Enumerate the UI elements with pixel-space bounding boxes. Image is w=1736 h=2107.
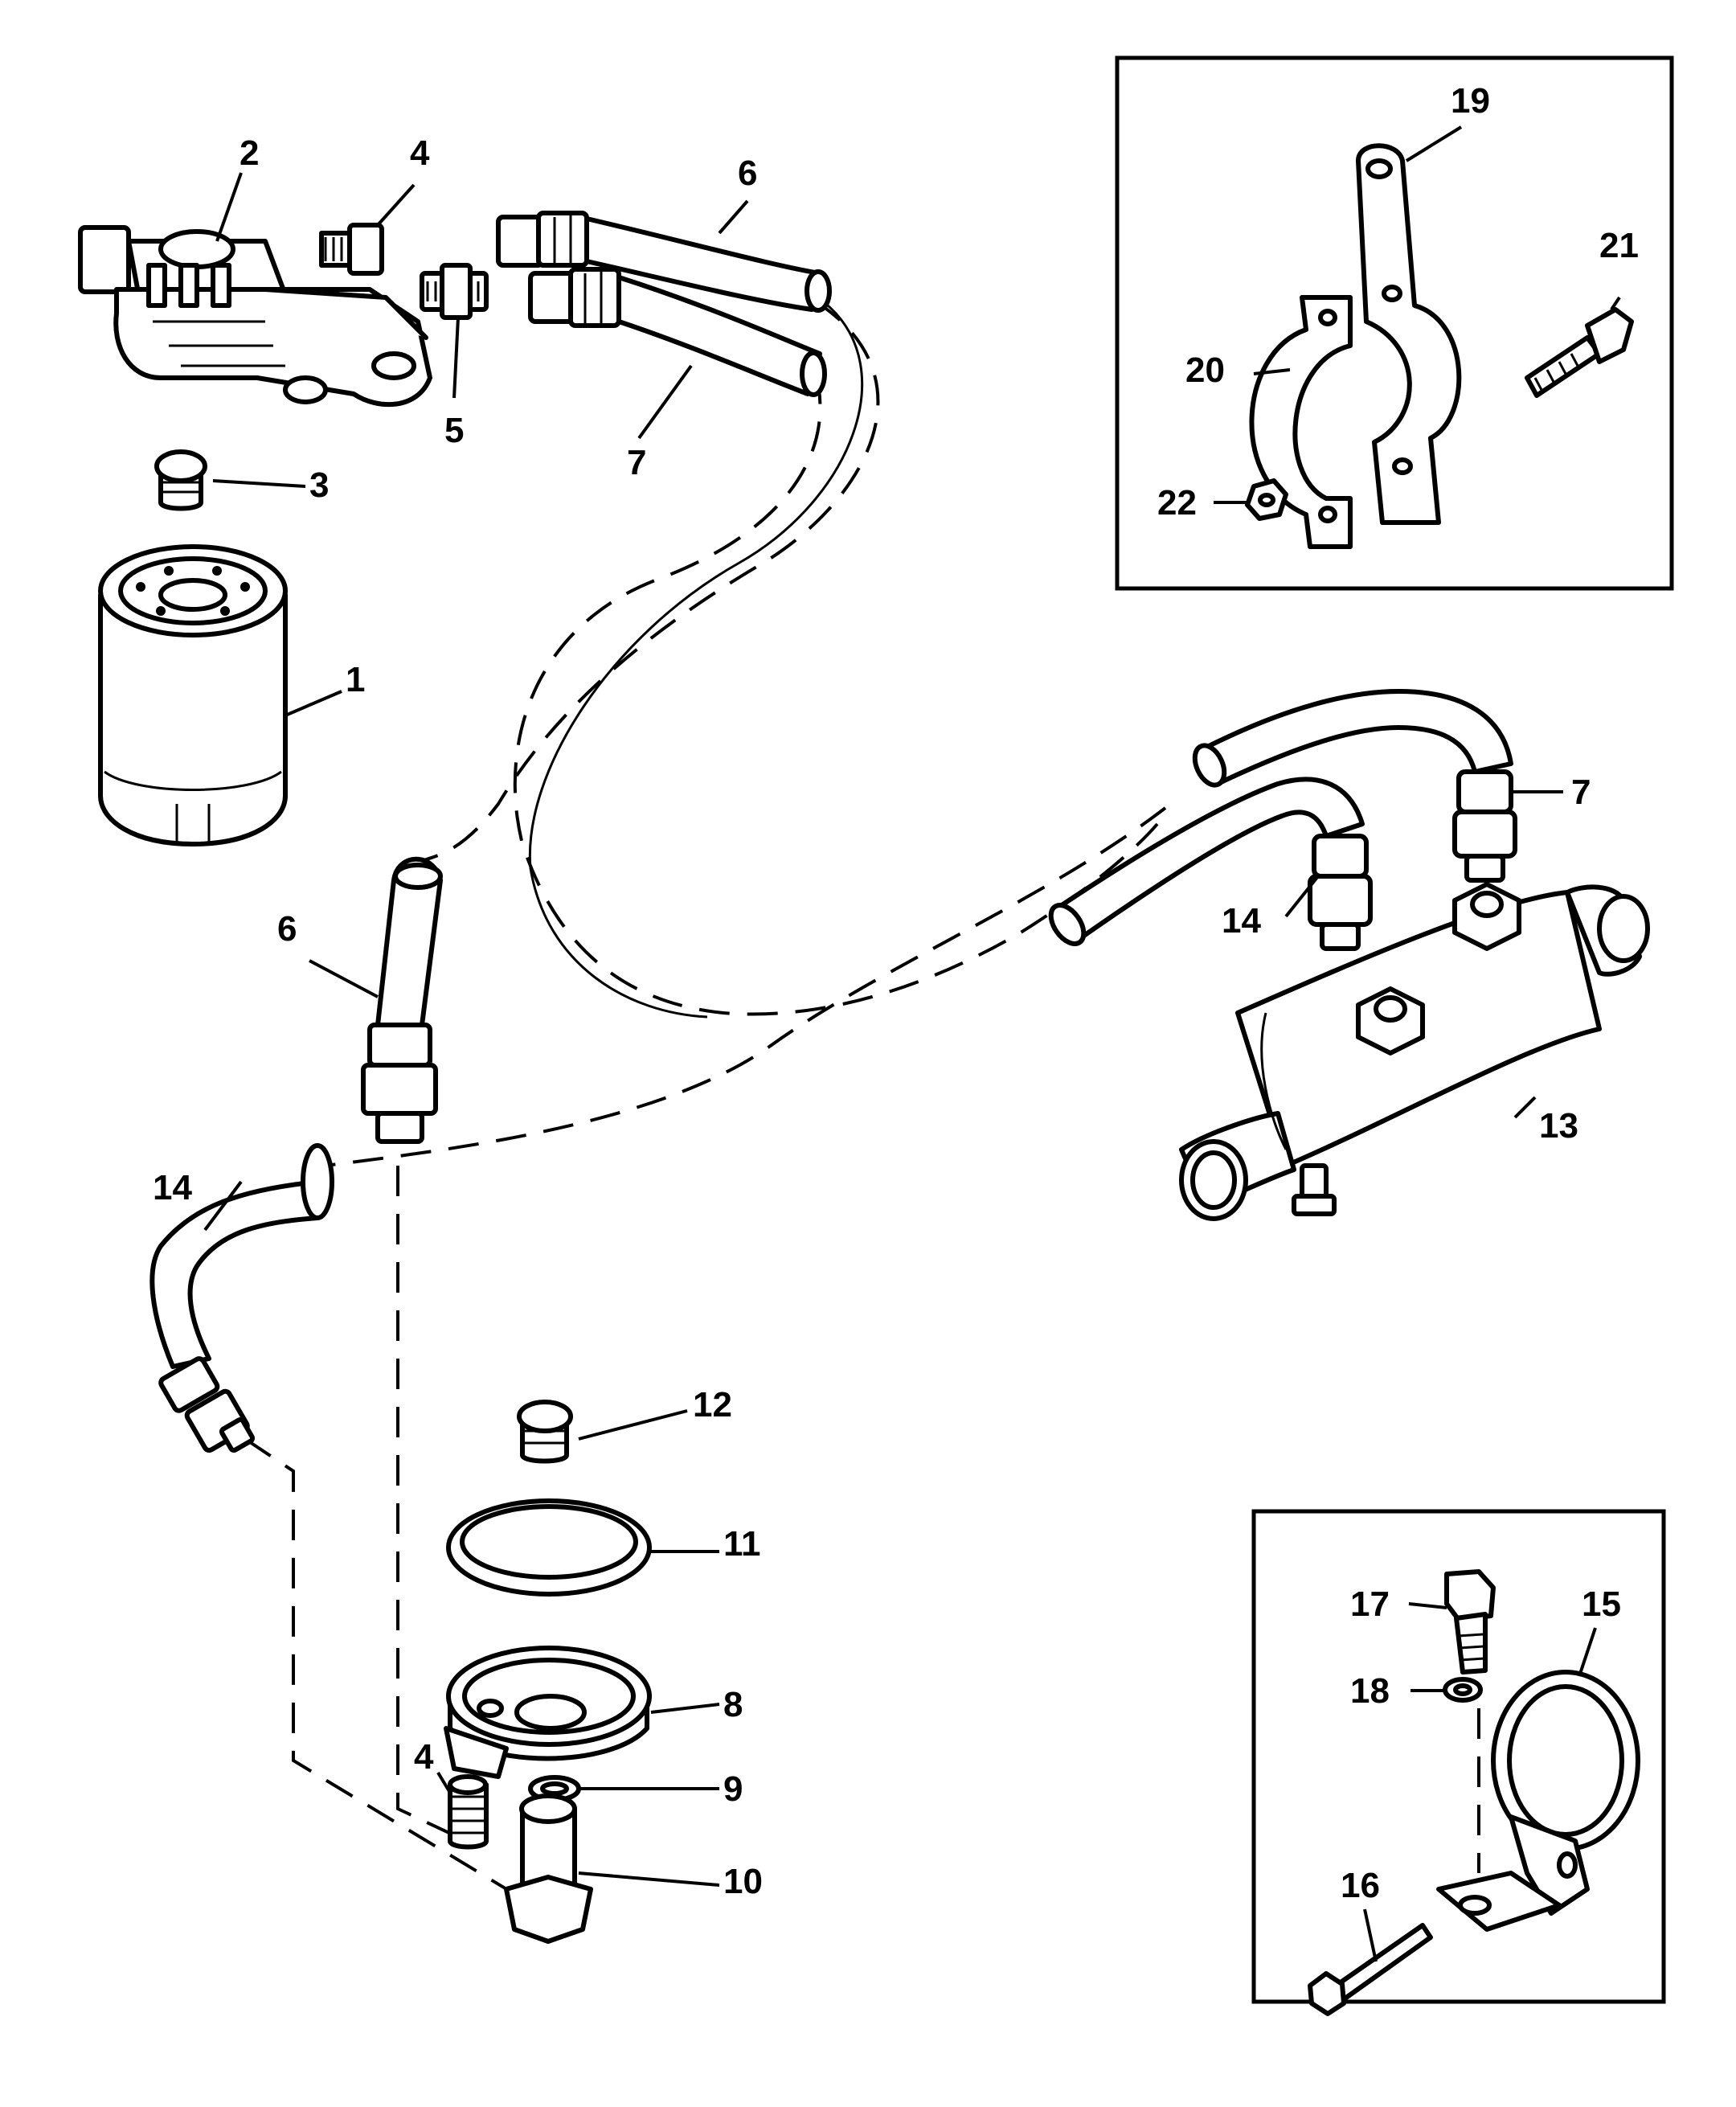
hose-6-lower — [361, 856, 443, 1144]
leader-lines — [203, 125, 1621, 1962]
callout-6-top: 6 — [738, 154, 757, 193]
plug-fitting-3 — [154, 449, 207, 511]
nut-connector — [504, 1793, 593, 1944]
callout-12: 12 — [693, 1385, 732, 1424]
hose-14-right — [1048, 777, 1373, 951]
callout-4-top: 4 — [410, 133, 430, 173]
callout-17: 17 — [1350, 1584, 1390, 1624]
callout-4-lower: 4 — [414, 1737, 434, 1777]
callout-11: 11 — [723, 1524, 761, 1564]
bolt-16 — [1308, 1923, 1433, 2016]
callout-15: 15 — [1582, 1584, 1621, 1624]
bolt-17 — [1444, 1569, 1496, 1675]
gasket-ring — [446, 1498, 652, 1597]
callout-numbers: 1 2 3 4 5 6 7 6 7 14 13 14 12 11 8 9 4 1… — [153, 81, 1639, 1905]
callout-14-right: 14 — [1222, 901, 1261, 941]
hose-7-top — [528, 267, 827, 397]
callout-3: 3 — [309, 465, 329, 505]
callout-14-lower: 14 — [153, 1168, 192, 1207]
oil-filter — [98, 544, 288, 846]
callout-2: 2 — [240, 133, 259, 173]
screw-21 — [1525, 307, 1634, 398]
callout-7-top: 7 — [627, 443, 646, 482]
callout-7-right: 7 — [1571, 773, 1591, 812]
callout-20: 20 — [1185, 350, 1225, 390]
nut-22 — [1245, 478, 1288, 521]
callout-8: 8 — [723, 1685, 743, 1724]
washer-18 — [1443, 1677, 1483, 1703]
callout-1: 1 — [346, 660, 365, 699]
clamp-half-19 — [1356, 143, 1462, 525]
callout-5: 5 — [444, 411, 464, 450]
filter-adapter-bracket — [78, 225, 432, 408]
fitting-4-top — [319, 223, 384, 276]
callout-19: 19 — [1451, 81, 1490, 121]
callout-9: 9 — [723, 1769, 743, 1809]
plug-fitting-12 — [517, 1400, 573, 1464]
fitting-4-lower — [448, 1774, 489, 1850]
hose-6-top — [496, 211, 832, 313]
callout-6-lower: 6 — [277, 909, 297, 949]
filter-adapter — [444, 1646, 652, 1779]
hose-14-lower — [149, 1143, 334, 1453]
inset-clamp-assembly — [1115, 55, 1674, 591]
oil-cooler — [1179, 882, 1650, 1221]
hose-7-right — [1192, 689, 1517, 883]
inset-bracket-assembly — [1251, 1509, 1666, 2016]
callout-10: 10 — [723, 1862, 763, 1901]
callout-18: 18 — [1350, 1671, 1390, 1711]
callout-22: 22 — [1157, 483, 1197, 523]
callout-13: 13 — [1539, 1106, 1578, 1146]
callout-21: 21 — [1599, 226, 1639, 265]
callout-16: 16 — [1341, 1866, 1380, 1905]
fitting-5 — [420, 263, 489, 320]
clamp-15 — [1436, 1670, 1640, 1932]
